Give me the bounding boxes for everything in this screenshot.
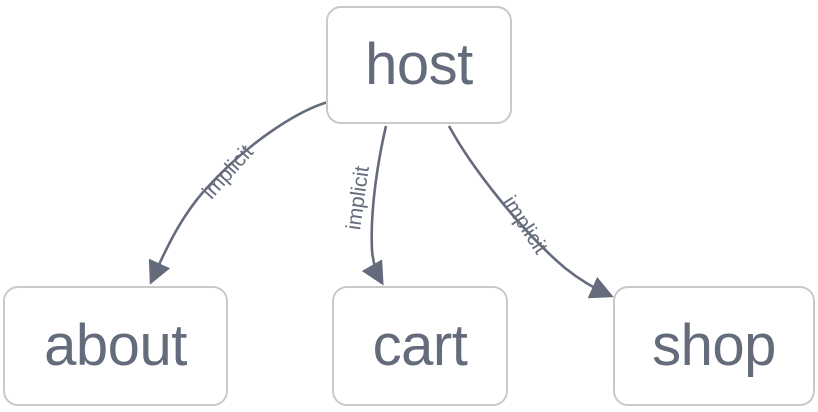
node-cart[interactable]: cart (332, 286, 508, 406)
node-about[interactable]: about (3, 286, 228, 406)
node-cart-label: cart (372, 313, 468, 378)
node-about-label: about (44, 313, 187, 378)
node-host[interactable]: host (326, 6, 512, 124)
edge-host-shop (447, 125, 614, 299)
edge-host-about (148, 100, 329, 285)
edge-host-cart (361, 125, 388, 286)
node-shop[interactable]: shop (613, 286, 815, 406)
node-host-label: host (365, 32, 473, 97)
node-shop-label: shop (652, 313, 776, 378)
